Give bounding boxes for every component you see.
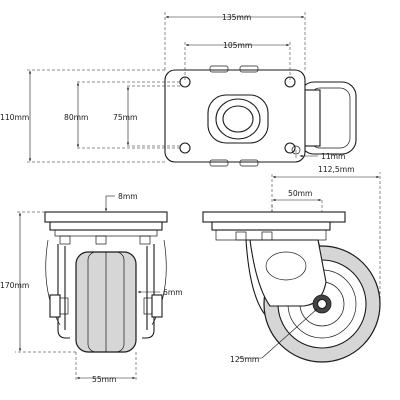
side-plate (202, 211, 346, 223)
dim-front-gap: 6mm (163, 288, 183, 297)
side-view: 112,5mm 50mm 125mm (202, 165, 381, 364)
top-plate (164, 69, 306, 163)
dim-front-wheel-width: 55mm (92, 375, 116, 384)
dim-top-height-holes-a: 80mm (64, 113, 88, 122)
top-view: 135mm 105mm 110mm 80mm 75mm 11mm (0, 12, 357, 167)
mount-hole (284, 142, 296, 154)
dim-front-plate-thickness: 8mm (118, 192, 138, 201)
dim-top-width-outer: 135mm (222, 13, 251, 22)
dim-side-offset: 50mm (288, 189, 312, 198)
dim-hole-offset: 11mm (321, 152, 345, 161)
dim-top-width-holes: 105mm (223, 41, 252, 50)
dim-top-height-outer: 110mm (0, 113, 29, 122)
dim-front-height: 170mm (0, 281, 29, 290)
front-plate (44, 211, 168, 223)
dim-wheel-diameter: 125mm (230, 355, 259, 364)
dim-top-height-holes-b: 75mm (113, 113, 137, 122)
dim-side-swivel-width: 112,5mm (318, 165, 355, 174)
front-view: 8mm 170mm 6mm 55mm (0, 192, 183, 384)
